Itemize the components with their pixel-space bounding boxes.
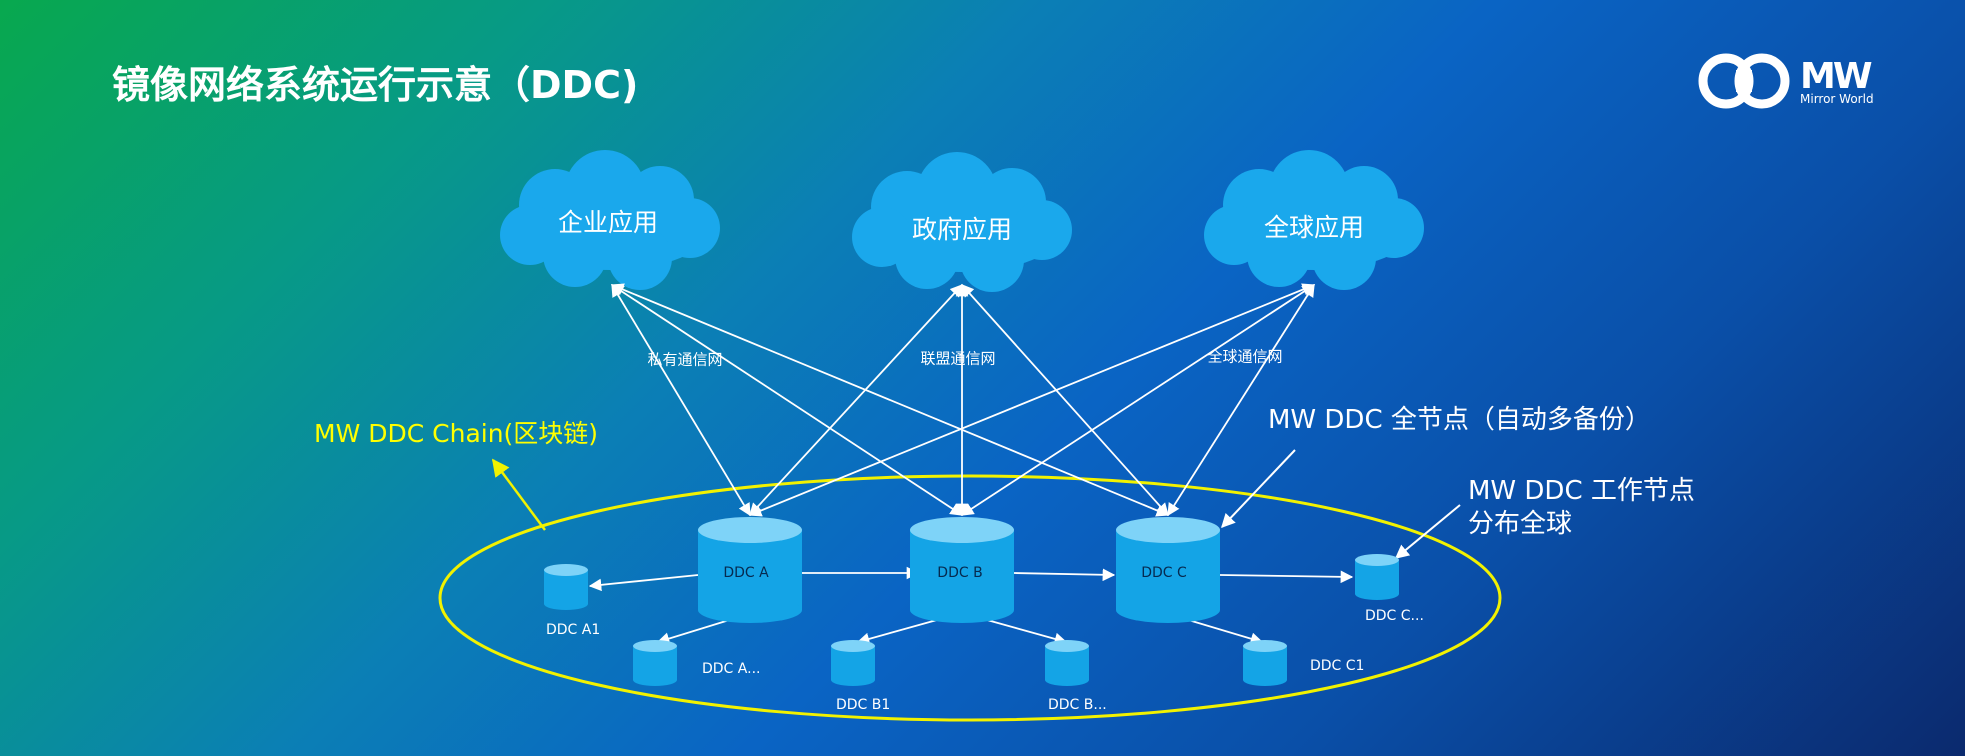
work-node-annotation-line2: 分布全球 [1468, 509, 1573, 539]
chain-pointer-arrow [491, 458, 547, 531]
chain-annotation: MW DDC Chain(区块链) [314, 419, 599, 448]
cylinder-ddc-b [910, 517, 1014, 623]
cylinder-ddc-b1 [831, 640, 875, 686]
cylinder-ddc-c [1116, 517, 1220, 623]
cylinder-ddc-a1 [544, 564, 588, 610]
network-label-alliance: 联盟通信网 [920, 349, 996, 368]
cylinder-ddc-a [698, 517, 802, 623]
cloud-label-enterprise: 企业应用 [557, 208, 659, 237]
node-label-ddc-b1: DDC B1 [836, 697, 891, 713]
slide-title: 镜像网络系统运行示意（DDC) [112, 63, 639, 107]
cylinder-ddc-c1 [1243, 640, 1287, 686]
cylinder-ddc-a-more [633, 640, 677, 686]
node-label-ddc-c-more: DDC C... [1365, 608, 1424, 624]
full-node-annotation: MW DDC 全节点（自动多备份） [1268, 405, 1651, 435]
network-label-private: 私有通信网 [647, 350, 723, 369]
node-label-ddc-a-more: DDC A... [702, 661, 761, 677]
node-label-ddc-a1: DDC A1 [546, 622, 601, 638]
node-label-ddc-b: DDC B [937, 565, 983, 581]
work-node-annotation-line1: MW DDC 工作节点 [1468, 476, 1695, 506]
network-label-global: 全球通信网 [1207, 347, 1283, 366]
cylinder-ddc-b-more [1045, 640, 1089, 686]
logo-subtitle: Mirror World [1800, 92, 1874, 106]
network-links [610, 283, 1316, 517]
cloud-enterprise [500, 150, 720, 290]
full-node-pointer-arrow [1221, 449, 1296, 529]
mirror-world-logo-icon [1698, 53, 1790, 109]
cloud-label-government: 政府应用 [911, 215, 1013, 244]
node-label-ddc-c1: DDC C1 [1310, 658, 1365, 674]
node-label-ddc-c: DDC C [1141, 565, 1187, 581]
logo-wordmark: MW [1800, 56, 1873, 97]
cloud-government [852, 152, 1072, 292]
work-node-pointer-arrow [1394, 504, 1461, 559]
cloud-global [1204, 150, 1424, 290]
cloud-label-global: 全球应用 [1263, 213, 1365, 242]
node-label-ddc-a: DDC A [723, 565, 769, 581]
node-label-ddc-b-more: DDC B... [1048, 697, 1107, 713]
cylinder-ddc-c-more [1355, 554, 1399, 600]
